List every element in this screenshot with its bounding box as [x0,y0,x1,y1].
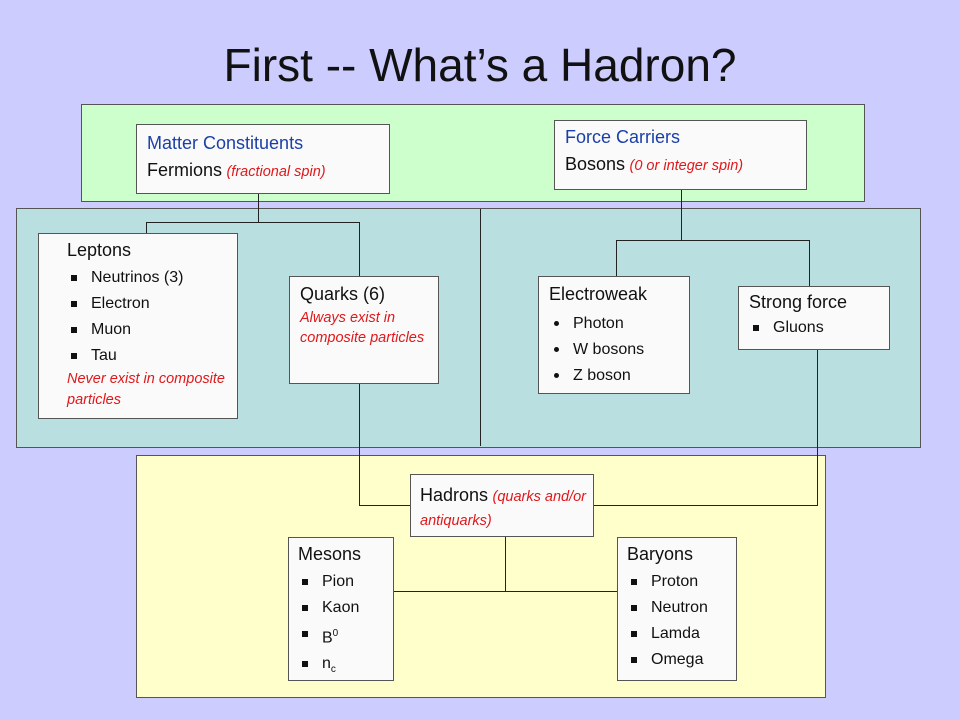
bosons-note: (0 or integer spin) [629,158,744,174]
electroweak-heading: Electroweak [549,284,648,304]
list-item: Proton [627,569,736,595]
connector [809,240,810,286]
hadrons-note: (quarks and/or antiquarks) [420,489,586,529]
b-meson-superscript: 0 [332,628,339,639]
hadrons-heading: Hadrons [420,485,489,505]
connector [593,505,818,506]
force-carriers-box: Force Carriers Bosons (0 or integer spin… [554,120,807,190]
mesons-box: Mesons Pion Kaon B0 nc [288,537,394,681]
quarks-heading: Quarks (6) [300,284,386,304]
quarks-note: Always exist in composite particles [300,310,425,346]
connector [146,222,147,233]
list-item: Tau [67,343,237,369]
fermions-note: (fractional spin) [226,164,326,180]
hadrons-box: Hadrons (quarks and/or antiquarks) [410,474,594,537]
list-item: Z boson [549,363,689,389]
strong-force-box: Strong force Gluons [738,286,890,350]
list-item: Neutron [627,595,736,621]
fermions-label: Fermions [147,160,223,180]
b-meson-base: B [322,629,333,647]
matter-heading: Matter Constituents [147,133,304,153]
list-item: Neutrinos (3) [67,265,237,291]
list-item: Kaon [298,595,393,621]
list-item: W bosons [549,337,689,363]
page-title: First -- What’s a Hadron? [223,39,737,91]
list-item: Photon [549,311,689,337]
connector [394,591,617,592]
band-divider [480,209,481,446]
matter-constituents-box: Matter Constituents Fermions (fractional… [136,124,390,194]
bosons-label: Bosons [565,154,626,174]
force-heading: Force Carriers [565,127,681,147]
connector [681,190,682,241]
list-item: Pion [298,569,393,595]
baryons-heading: Baryons [627,544,694,564]
connector [359,384,360,506]
connector [817,350,818,505]
strong-force-heading: Strong force [749,292,848,312]
connector [359,505,411,506]
list-item: Lamda [627,621,736,647]
connector [616,240,617,276]
leptons-heading: Leptons [67,240,132,260]
electroweak-box: Electroweak Photon W bosons Z boson [538,276,690,394]
connector [616,240,810,241]
list-item: Gluons [749,315,889,341]
list-item: nc [298,651,393,683]
eta-c-base: n [322,655,331,673]
list-item: Omega [627,647,736,673]
quarks-box: Quarks (6) Always exist in composite par… [289,276,439,384]
baryons-box: Baryons Proton Neutron Lamda Omega [617,537,737,681]
connector [359,222,360,276]
leptons-note: Never exist in composite particles [67,371,225,408]
list-item: Muon [67,317,237,343]
connector [258,193,259,223]
connector [146,222,360,223]
eta-c-subscript: c [330,664,336,676]
leptons-box: Leptons Neutrinos (3) Electron Muon Tau … [38,233,238,419]
list-item: Electron [67,291,237,317]
mesons-heading: Mesons [298,544,362,564]
connector [505,537,506,592]
list-item: B0 [298,621,393,651]
